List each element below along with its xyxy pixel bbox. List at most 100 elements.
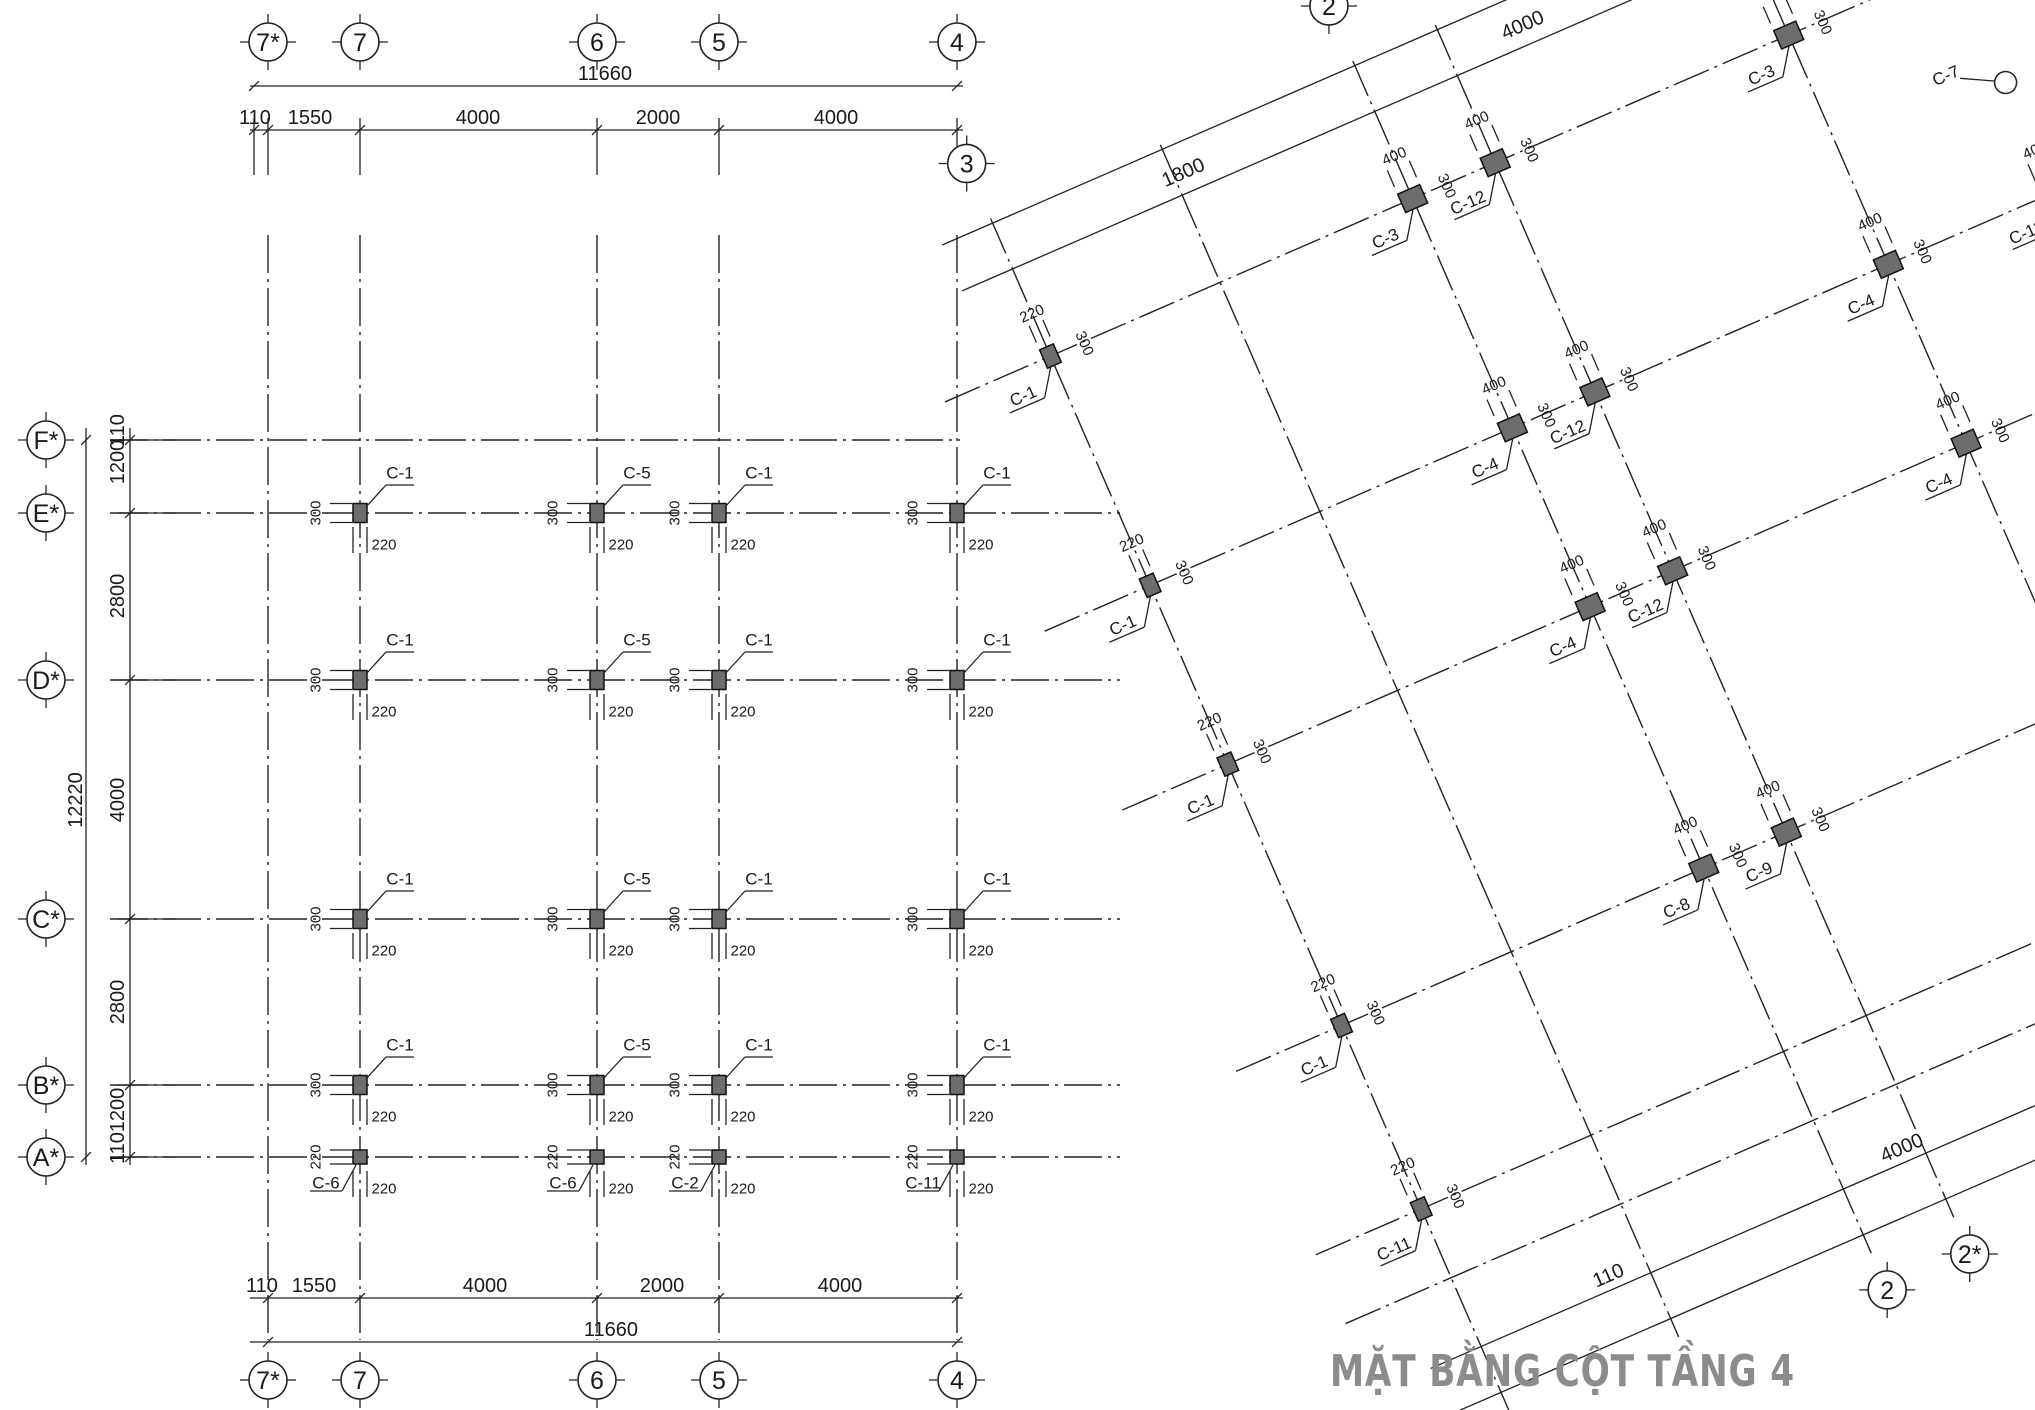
rot-tag-leader [1881, 274, 1890, 307]
rot-column-size: 220 [1195, 709, 1225, 735]
column-size-h: 220 [730, 1181, 755, 1198]
rot-column-tag: C-1 [1007, 382, 1040, 410]
tag-leader [962, 1056, 984, 1080]
rot-tag-underline [1747, 76, 1784, 93]
column-size-h: 220 [730, 704, 755, 721]
column-size-h: 220 [608, 537, 633, 554]
col-axis-bottom-7-circle [340, 1360, 380, 1400]
column-size-v: 220 [545, 1144, 562, 1169]
col-axis-top-7-circle [340, 22, 380, 62]
col-axis-bottom-4-label: 4 [950, 1367, 964, 1395]
tag-leader [724, 651, 746, 675]
rot-column-size: 300 [1611, 579, 1637, 609]
rot-col-dim [1408, 160, 1418, 178]
column-size-h: 220 [371, 537, 396, 554]
tag-leader [962, 890, 984, 914]
column-E*-6 [589, 502, 605, 524]
column-tag: C-1 [745, 870, 772, 889]
rot-column-size: 400 [1855, 209, 1885, 235]
rot-tag-leader [1335, 1036, 1343, 1068]
col-axis-bottom-5-circle [699, 1360, 739, 1400]
rot-column-size: 220 [1308, 971, 1338, 997]
col-axis-bottom-7-label: 7 [353, 1367, 367, 1395]
tag-leader [962, 484, 984, 508]
column-B*-5 [711, 1074, 727, 1096]
rot-column [1772, 20, 1805, 51]
rot-col-dim [1042, 319, 1051, 337]
rot-dim-top-total [941, 0, 2035, 246]
rot-column-size: 300 [1987, 416, 2013, 446]
rot-tag-underline [1109, 626, 1145, 643]
column-size-v: 300 [905, 1072, 922, 1097]
column-size-v: 300 [667, 906, 684, 931]
dim-bottom-span: 110 [246, 1275, 278, 1297]
tag-leader [724, 890, 746, 914]
rot-column-size: 300 [1810, 8, 1836, 38]
column-size-v: 220 [308, 1144, 325, 1169]
column-size-h: 220 [968, 537, 993, 554]
column-size-v: 300 [308, 667, 325, 692]
column-size-h: 220 [371, 943, 396, 960]
tag-leader [341, 1164, 357, 1192]
rot-col-dim [1128, 555, 1137, 573]
column-size-h: 220 [608, 1109, 633, 1126]
rot-tag-leader [1779, 842, 1788, 875]
rot-column-size: 400 [1379, 144, 1409, 170]
column-size-h: 220 [968, 1181, 993, 1198]
column-tag: C-5 [623, 631, 650, 650]
rot-col-dim [1413, 1172, 1422, 1190]
column-E*-7 [352, 502, 368, 524]
dim-tick [951, 1292, 963, 1304]
dim-top-span: 4000 [814, 107, 859, 129]
column-B*-6 [589, 1074, 605, 1096]
rot-column-size: 300 [1807, 805, 1833, 835]
rot-column-tag: C-11 [2006, 217, 2035, 249]
rot-col-dim [1590, 353, 1600, 371]
rot-col-axis-top-3-circle [946, 143, 987, 184]
column-size-v: 300 [545, 1072, 562, 1097]
rot-column-tag: C-1 [1184, 790, 1217, 818]
column-size-v: 300 [545, 500, 562, 525]
rot-dim-bottom [1430, 845, 2035, 1370]
column-size-v: 300 [545, 906, 562, 931]
dim-tick [951, 1336, 963, 1348]
column-size-v: 300 [667, 1072, 684, 1097]
column-size-h: 220 [730, 943, 755, 960]
row-axis-A*-label: A* [33, 1144, 60, 1172]
rot-grid-row [944, 0, 2035, 403]
rot-column [1038, 342, 1063, 370]
column-tag: C-5 [623, 1036, 650, 1055]
tag-leader [724, 484, 746, 508]
sheet-title: MẶT BẰNG CỘT TẦNG 4 [1330, 1346, 1795, 1397]
row-axis-F*-circle [26, 420, 66, 460]
column-D*-5 [711, 669, 727, 691]
col-axis-top-5-label: 5 [712, 29, 726, 57]
row-axis-D*-label: D* [32, 667, 60, 695]
column-size-v: 300 [545, 667, 562, 692]
rot-column-size: 220 [1017, 301, 1047, 327]
rot-col-axis-bottom-2-label: 2 [1880, 1277, 1894, 1305]
rot-tag-underline [1662, 909, 1699, 926]
rot-column [1138, 572, 1162, 599]
column-D*-4 [949, 669, 965, 691]
tag-leader [578, 1164, 594, 1192]
column-E*-5 [711, 502, 727, 524]
rot-dim-bottom-span: 110 [1589, 1259, 1627, 1292]
rot-tag-underline [1631, 611, 1668, 629]
rot-grid-row [1315, 699, 2035, 1256]
tag-leader [602, 484, 624, 508]
rot-tag-underline [1009, 397, 1045, 414]
column-tag: C-1 [386, 1036, 413, 1055]
rot-column [1216, 751, 1240, 778]
rot-col-dim [1586, 568, 1595, 586]
rot-col-dim [1940, 414, 1949, 432]
col-axis-top-7*-label: 7* [256, 29, 280, 57]
rot-column-size: 300 [1434, 171, 1460, 201]
rot-dim-bottom-span: 4000 [1877, 1129, 1927, 1167]
rot-tag-underline [1371, 239, 1408, 257]
rot-column [1396, 183, 1429, 214]
rot-column-tag: C-3 [1369, 225, 1402, 253]
rotated-plan: 1800400040004901029011040004000490860011… [941, 0, 2035, 1410]
column-C*-7 [352, 908, 368, 930]
rot-column [1656, 555, 1689, 586]
